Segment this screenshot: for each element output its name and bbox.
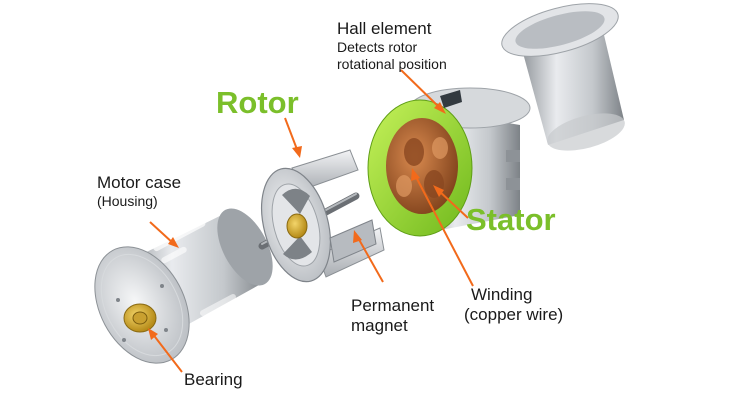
permanent-magnet-label-line1: Permanent <box>351 296 435 315</box>
hall-element-desc-line2: rotational position <box>337 56 447 72</box>
motor-case-label: Motor case <box>97 173 182 192</box>
permanent-magnet-label-line2: magnet <box>351 316 408 335</box>
leader-arrows <box>148 69 474 373</box>
hall-element-desc-line1: Detects rotor <box>337 39 418 55</box>
hall-element <box>440 90 462 108</box>
winding-label-line2: (copper wire) <box>464 305 564 324</box>
winding-label-line1: Winding <box>471 285 533 304</box>
permanent-magnet <box>329 219 377 263</box>
housing-label: (Housing) <box>97 193 158 209</box>
rotor-label: Rotor <box>216 85 299 120</box>
end-cap <box>501 3 625 151</box>
hall-element-title: Hall element <box>337 19 432 38</box>
rotor <box>258 149 385 283</box>
stator <box>367 87 531 237</box>
bearing-label: Bearing <box>184 370 243 389</box>
motor-case <box>94 208 273 364</box>
bearing <box>123 303 157 333</box>
stator-label: Stator <box>466 202 556 237</box>
